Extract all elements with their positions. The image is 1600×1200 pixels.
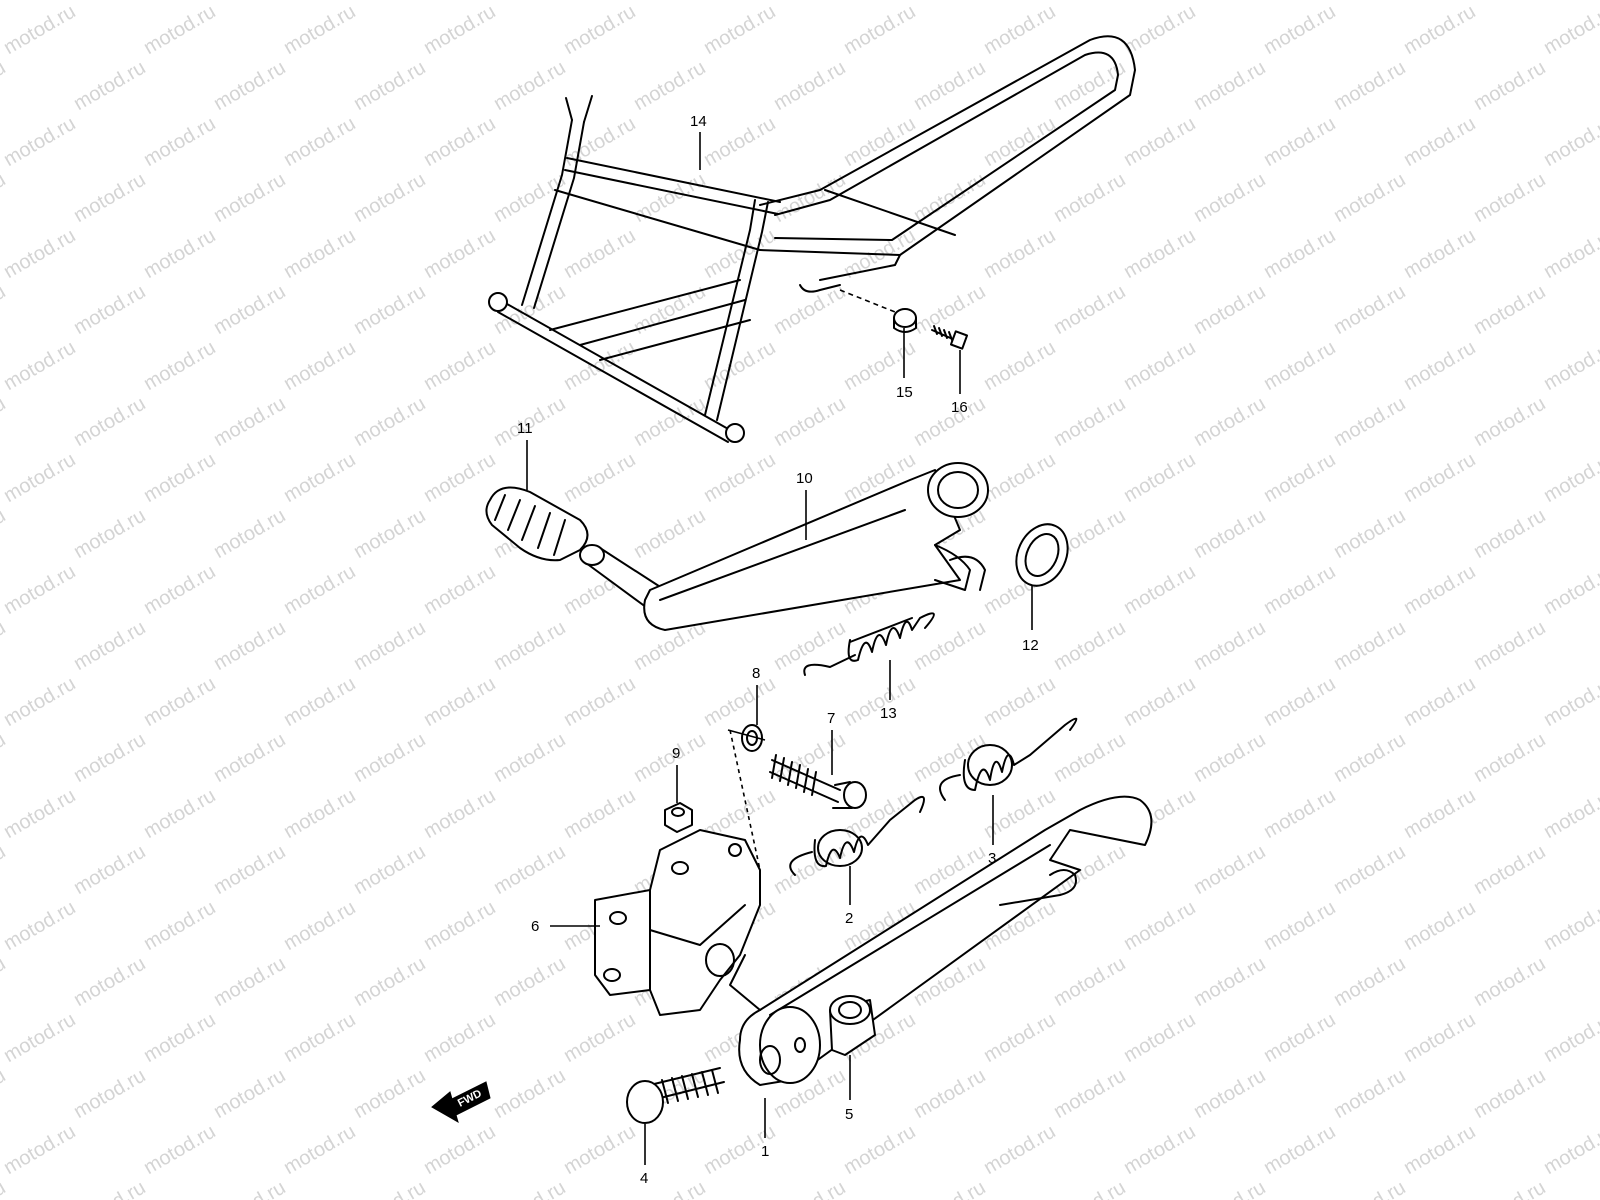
- part-13-spring[interactable]: [803, 612, 935, 676]
- part-11-footpeg-rubber[interactable]: [485, 486, 589, 562]
- callout-13: 13: [880, 705, 897, 722]
- callout-10: 10: [796, 470, 813, 487]
- part-14-center-stand[interactable]: [488, 35, 1136, 443]
- callout-9: 9: [672, 745, 680, 762]
- callout-3: 3: [988, 850, 996, 867]
- part-15-bushing[interactable]: [839, 289, 917, 333]
- callout-8: 8: [752, 665, 760, 682]
- callout-7: 7: [827, 710, 835, 727]
- callout-11: 11: [517, 420, 533, 437]
- part-12-washer[interactable]: [1007, 516, 1078, 594]
- part-2-spring[interactable]: [789, 796, 925, 876]
- part-1-side-stand[interactable]: [729, 795, 1153, 1086]
- callout-16: 16: [951, 399, 968, 416]
- callout-6: 6: [531, 918, 539, 935]
- callout-2: 2: [845, 910, 853, 927]
- part-9-nut[interactable]: [664, 802, 693, 833]
- fwd-direction-arrow-icon: FWD: [431, 1081, 491, 1124]
- part-4-pivot-bolt[interactable]: [626, 1067, 725, 1124]
- part-8-washer[interactable]: [741, 724, 763, 752]
- callout-14: 14: [690, 113, 707, 130]
- part-5-collar[interactable]: [829, 995, 876, 1056]
- part-3-spring[interactable]: [939, 717, 1078, 801]
- callout-15: 15: [896, 384, 913, 401]
- callout-4: 4: [640, 1170, 648, 1187]
- part-10-lever-arm[interactable]: [579, 462, 989, 631]
- part-6-bracket[interactable]: [594, 729, 766, 1016]
- part-16-bolt[interactable]: [931, 325, 969, 350]
- callout-12: 12: [1022, 637, 1039, 654]
- callout-5: 5: [845, 1106, 853, 1123]
- callouts: 14 15 16 11 10 12 13 8 7 9 3 2 6: [517, 113, 1039, 1187]
- callout-1: 1: [761, 1143, 769, 1160]
- part-7-shoulder-bolt[interactable]: [769, 754, 867, 809]
